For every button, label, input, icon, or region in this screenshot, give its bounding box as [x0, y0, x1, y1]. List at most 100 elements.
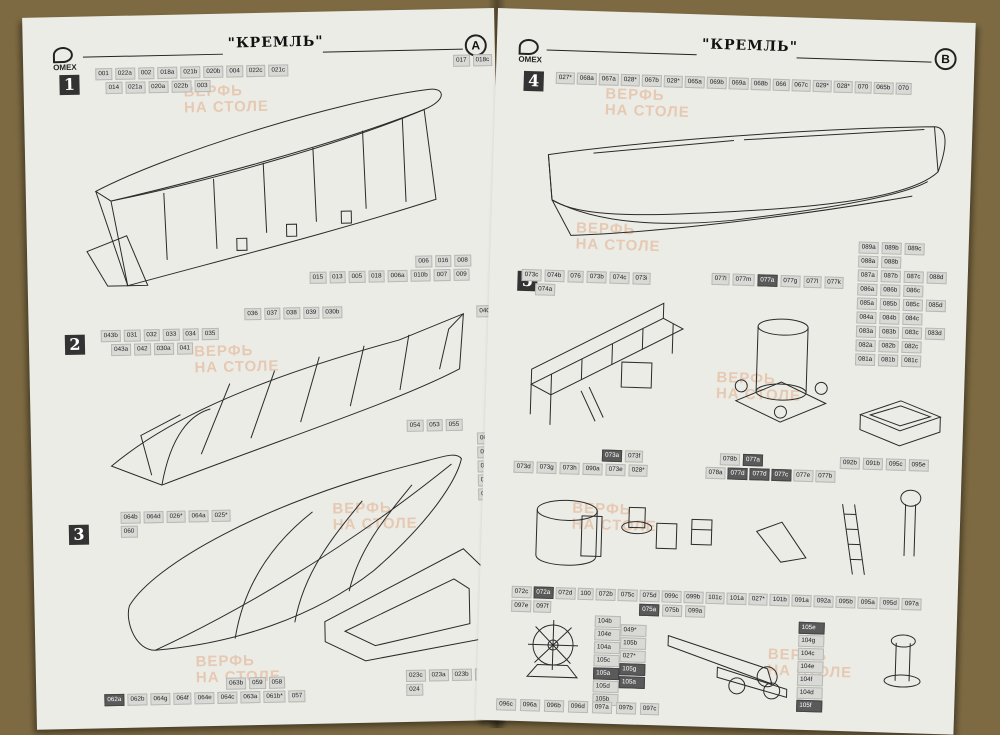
part-number-label: 104d [796, 687, 822, 700]
part-number-label: 067c [791, 79, 811, 92]
part-number-label: 077a [743, 454, 763, 467]
hull-with-bulwark-drawing [531, 99, 955, 252]
part-number-label: 082b [878, 340, 898, 353]
part-number-label: 018c [472, 54, 492, 66]
header-line [323, 49, 463, 53]
part-number-label: 084a [856, 311, 876, 324]
part-number-label: 082a [855, 339, 875, 352]
part-number-label: 067b [642, 75, 662, 88]
part-number-label: 077c [771, 469, 791, 482]
part-number-label: 072b [596, 588, 616, 601]
part-number-label: 090a [582, 463, 602, 476]
hull-frame-drawing [84, 78, 488, 286]
part-number-label: 078b [720, 453, 740, 466]
funnel-mount-drawing [725, 310, 839, 433]
part-number-label: 088a [858, 255, 878, 268]
part-number-label: 083a [856, 325, 876, 338]
header-line [797, 57, 932, 62]
part-number-label: 073g [536, 461, 556, 474]
part-number-label: 028* [834, 81, 853, 94]
part-number-label: 072a [533, 586, 553, 599]
omex-logo: OMEX [518, 39, 542, 65]
page-title: "КРЕМЛЬ" [702, 36, 798, 55]
part-number-label: 100 [577, 588, 594, 601]
part-number-label: 065b [873, 82, 893, 95]
part-number-label: 087c [904, 271, 924, 284]
part-number-label: 095c [886, 458, 906, 471]
part-number-label: 059 [249, 677, 266, 689]
cannon-drawing [656, 625, 798, 699]
part-number-label: 021b [180, 66, 200, 78]
part-number-label: 021c [268, 64, 288, 76]
part-number-label: 104e [594, 628, 620, 641]
part-number-label: 083d [924, 328, 944, 341]
part-number-label: 072d [555, 587, 575, 600]
sheet-letter: B [934, 48, 957, 71]
part-number-label: 024 [406, 684, 423, 696]
part-number-label: 097a [592, 701, 612, 714]
part-number-label: 063a [240, 691, 260, 703]
part-number-label: 097b [616, 702, 636, 715]
part-number-label: 077l [711, 273, 729, 286]
part-number-label: 066 [773, 79, 790, 92]
part-number-label: 092a [814, 595, 834, 608]
part-number-label: 105c [593, 654, 619, 667]
part-number-label: 077d [727, 467, 747, 480]
part-number-label: 077l [803, 276, 821, 289]
ladder-drawing [832, 499, 874, 580]
part-number-label: 077e [793, 470, 813, 483]
part-number-label: 049* [620, 624, 646, 637]
part-number-label: 067a [599, 73, 619, 86]
step-number: 2 [65, 335, 85, 355]
part-number-label: 064c [218, 692, 238, 704]
part-number-label: 089b [881, 242, 901, 255]
part-number-label: 075d [639, 590, 659, 603]
part-number-label: 053 [426, 419, 443, 431]
part-number-label: 085d [925, 300, 945, 313]
part-number-label: 091b [863, 458, 883, 471]
part-number-label: 073d [513, 461, 533, 474]
part-number-label: 029* [813, 80, 832, 93]
part-number-label: 028* [621, 74, 640, 87]
part-number-label: 062a [104, 694, 124, 706]
part-number-label: 068b [751, 78, 771, 91]
part-number-label: 078a [705, 467, 725, 480]
part-number-label: 020b [203, 66, 223, 78]
part-number-label: 085b [880, 298, 900, 311]
railing-platform-drawing [520, 299, 694, 434]
part-number-label: 083b [879, 326, 899, 339]
part-number-label: 104e [797, 661, 823, 674]
part-number-label: 077g [780, 275, 800, 288]
omex-logo: OMEX [53, 47, 77, 72]
part-number-label: 089a [858, 241, 878, 254]
part-number-label: 087a [858, 269, 878, 282]
part-number-label: 027* [620, 650, 646, 663]
part-number-label: 096d [568, 701, 588, 714]
part-number-label: 099c [661, 590, 681, 603]
part-number-label: 073i [632, 272, 650, 285]
part-number-label: 105a [619, 676, 645, 689]
part-number-label: 081c [901, 355, 921, 368]
part-number-label: 077k [824, 276, 844, 289]
part-number-label: 101c [705, 592, 725, 605]
part-number-label: 072c [511, 586, 531, 599]
part-number-label: 027* [749, 593, 768, 606]
part-number-label: 074b [544, 270, 564, 283]
part-number-label: 104f [797, 674, 823, 687]
part-number-label: 076 [567, 270, 584, 283]
part-number-label: 104b [595, 615, 621, 628]
step-number: 4 [523, 71, 544, 92]
part-number-label: 063b [226, 677, 246, 689]
